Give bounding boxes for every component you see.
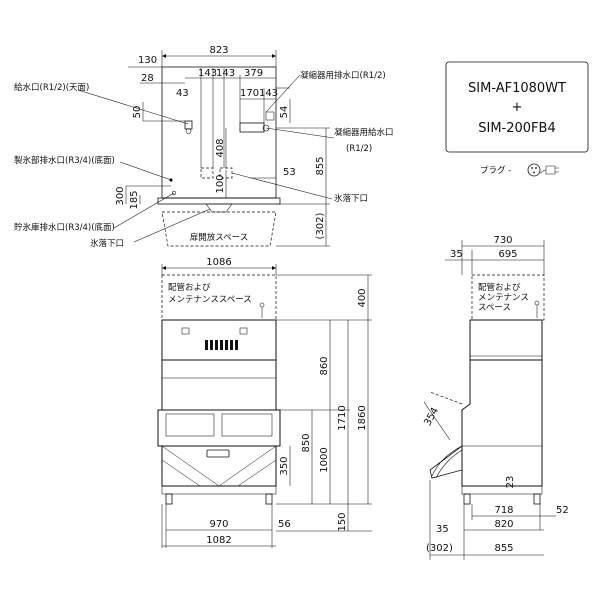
side-storage-bin (461, 359, 543, 487)
vent-grille (205, 340, 238, 350)
dim-1860: 1860 (357, 405, 368, 430)
dim-820: 820 (494, 519, 513, 530)
dim-970: 970 (209, 519, 228, 530)
label-ice-drop-right: 氷落下口 (334, 193, 368, 204)
dim-53: 53 (283, 167, 296, 178)
dim-350: 350 (279, 456, 290, 475)
dim-28: 28 (141, 73, 154, 84)
dim-23: 23 (505, 476, 516, 489)
dim-35-bottom: 35 (436, 524, 449, 535)
condenser-port-block (239, 122, 265, 133)
door-handle (206, 449, 230, 458)
ice-maker-unit (161, 319, 277, 361)
model-secondary: SIM-200FB4 (478, 121, 555, 136)
dim-855-side: 855 (494, 543, 513, 554)
dim-35-top: 35 (450, 249, 463, 260)
outlet-icon (527, 163, 541, 177)
dim-150: 150 (337, 512, 348, 531)
dim-1082: 1082 (206, 535, 231, 546)
side-maint-label-1: 配管および (478, 282, 521, 293)
dim-54: 54 (279, 106, 290, 119)
door-space-label: 扉開放スペース (190, 232, 248, 243)
dim-100: 100 (215, 174, 226, 193)
dim-302-side: (302) (426, 543, 453, 554)
storage-bin-upper (161, 359, 277, 411)
storage-door (161, 445, 277, 487)
front-maint-label-2: メンテナンススペース (168, 295, 252, 305)
label-ice-drop-left: 氷落下口 (90, 238, 124, 249)
side-view: 配管および メンテナンス スペース 730 35 695 354 23 (422, 235, 569, 560)
model-primary: SIM-AF1080WT (468, 81, 566, 96)
front-maint-label-1: 配管および (168, 282, 211, 293)
dim-300: 300 (115, 186, 126, 205)
dim-400: 400 (357, 288, 368, 307)
dim-56: 56 (278, 519, 291, 530)
dim-50: 50 (132, 106, 143, 119)
label-water-supply: 給水口(R1/2)(天面) (14, 82, 89, 93)
dim-354: 354 (422, 406, 441, 428)
side-maint-label-2: メンテナンス (478, 293, 529, 303)
dim-143c: 143 (259, 88, 278, 99)
top-front-panel (157, 197, 281, 205)
door-space-outline (161, 211, 277, 247)
front-leg-right (265, 493, 273, 505)
door-hatching (161, 445, 277, 487)
label-condenser-drain: 凝縮器用排水口(R1/2) (300, 70, 386, 81)
plug-icon (539, 165, 559, 175)
side-ice-maker (469, 319, 543, 361)
dim-718: 718 (494, 505, 513, 516)
label-condenser-supply-1: 凝縮器用給水口 (334, 127, 394, 138)
dim-1000: 1000 (319, 447, 330, 472)
dim-185: 185 (129, 190, 140, 209)
top-view: 扉開放スペース 823 130 28 143 143 379 4 (14, 45, 394, 249)
side-maint-label-3: スペース (478, 303, 511, 313)
front-view: 配管および メンテナンススペース (157, 257, 372, 548)
dim-143b: 143 (216, 68, 235, 79)
dim-43: 43 (176, 88, 189, 99)
dim-379: 379 (244, 68, 263, 79)
dim-823: 823 (209, 45, 228, 56)
dim-860: 860 (319, 356, 330, 375)
dim-408: 408 (215, 138, 226, 157)
dim-730: 730 (493, 235, 512, 246)
storage-bin-lower (157, 409, 281, 447)
label-ice-maker-drain: 製氷部排水口(R3/4)(底面) (14, 155, 115, 166)
label-condenser-supply-2: (R1/2) (346, 144, 372, 154)
dim-143a: 143 (198, 68, 217, 79)
dim-1710: 1710 (337, 405, 348, 430)
model-plus: + (512, 100, 523, 115)
plug-label: プラグ - (480, 165, 511, 176)
dim-130: 130 (138, 55, 157, 66)
dim-170: 170 (240, 88, 259, 99)
dim-1086: 1086 (206, 257, 231, 268)
plug-legend: プラグ - (480, 163, 559, 177)
label-storage-drain: 貯氷庫排水口(R3/4)(底面) (14, 222, 115, 233)
dim-302-top: (302) (315, 212, 326, 239)
dim-855: 855 (315, 156, 326, 175)
model-box: SIM-AF1080WT + SIM-200FB4 (445, 61, 589, 153)
water-supply-port (184, 120, 193, 130)
side-door-open (429, 445, 463, 479)
front-leg-left (165, 493, 173, 505)
dim-52: 52 (556, 505, 569, 516)
dim-695: 695 (498, 249, 517, 260)
dim-850: 850 (301, 433, 312, 452)
